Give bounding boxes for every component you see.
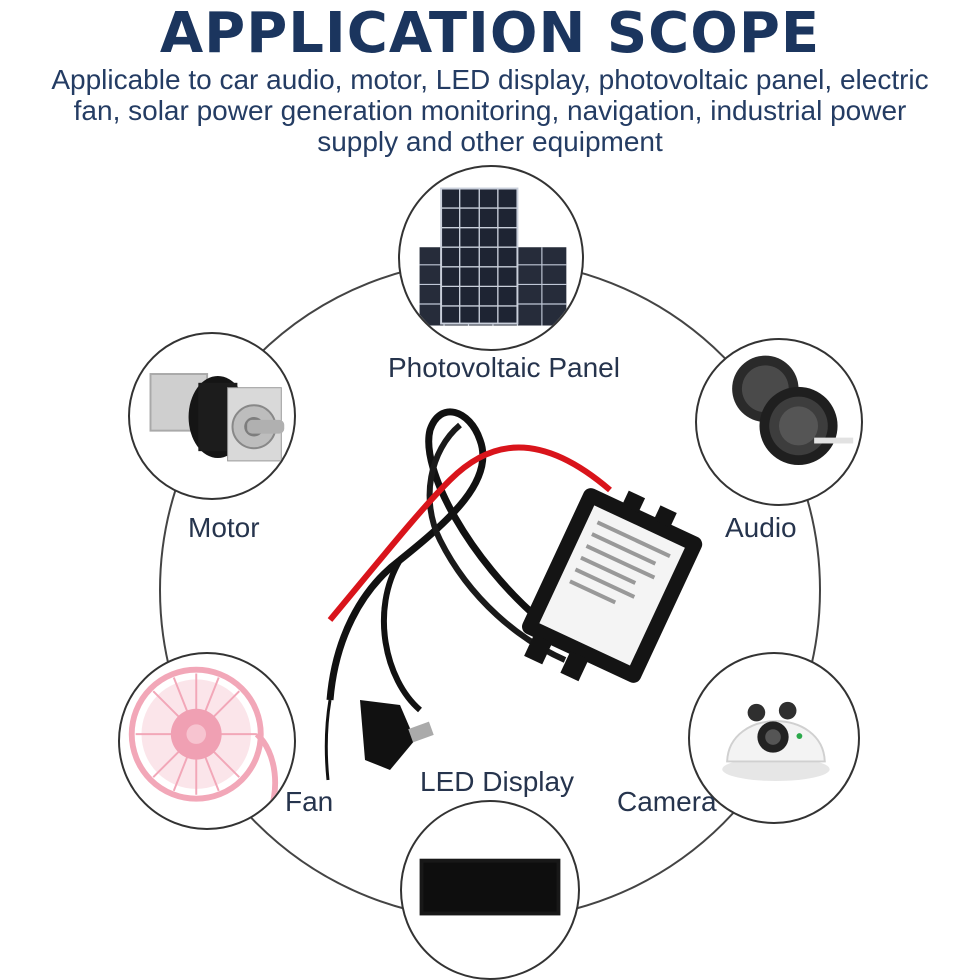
page-title: APPLICATION SCOPE: [159, 1, 821, 66]
led-display-label: LED Display: [420, 766, 575, 797]
fan-icon: [128, 666, 279, 822]
camera-circle: [688, 652, 860, 824]
audio-label: Audio: [725, 512, 797, 543]
speaker-icon: [732, 355, 854, 465]
display-icon: [419, 858, 561, 916]
audio-circle: [695, 338, 863, 506]
camera-icon: [722, 701, 830, 781]
fan-circle: [118, 652, 296, 830]
motor-label: Motor: [188, 512, 260, 543]
motor-circle: [128, 332, 296, 500]
led-display-circle: [400, 800, 580, 980]
page-subtitle: Applicable to car audio, motor, LED disp…: [51, 64, 929, 157]
photovoltaic-panel-circle: [398, 165, 584, 351]
fan-label: Fan: [285, 786, 334, 817]
solar-panel-icon: [419, 187, 567, 326]
camera-label: Camera: [617, 786, 717, 817]
photovoltaic-panel-label: Photovoltaic Panel: [388, 352, 620, 383]
motor-icon: [149, 373, 285, 462]
